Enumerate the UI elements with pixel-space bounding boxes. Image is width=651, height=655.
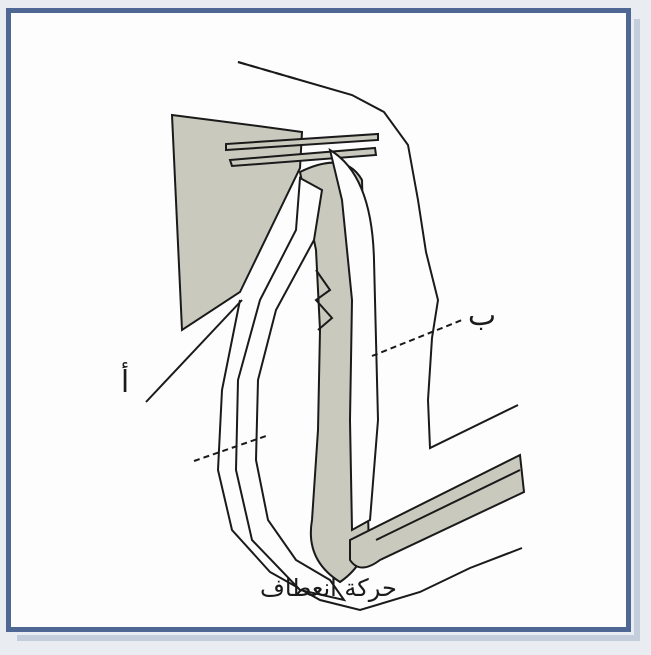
label-a: أ xyxy=(121,361,129,400)
leader-line-b xyxy=(372,320,462,356)
caption-flexion: حركة انعطاف xyxy=(260,574,397,602)
label-b: ب xyxy=(468,298,496,333)
